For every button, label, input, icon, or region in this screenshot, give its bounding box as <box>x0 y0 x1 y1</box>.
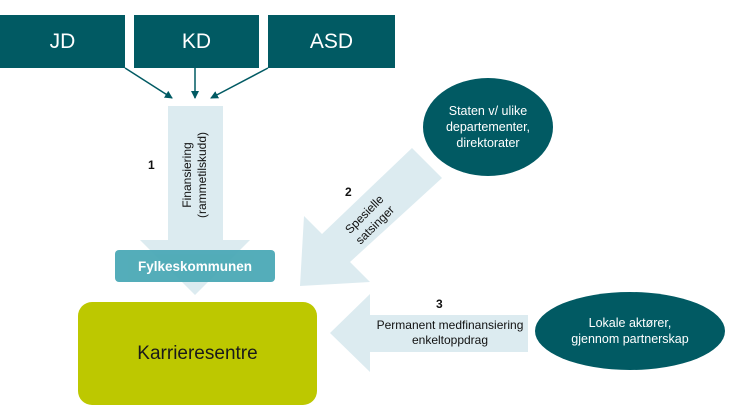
staten-text: Staten v/ ulike departementer, direktora… <box>446 103 530 152</box>
box-asd-label: ASD <box>309 29 354 53</box>
lokale-ellipse: Lokale aktører, gjennom partnerskap <box>535 292 725 370</box>
staten-line2: departementer, <box>445 119 531 134</box>
connector-jd <box>124 67 173 99</box>
box-jd-label: JD <box>49 29 76 53</box>
flow-1-label: Finansiering (rammetilskudd) <box>180 120 210 230</box>
karrieresentre-label: Karrieresentre <box>137 342 258 364</box>
karrieresentre-box: Karrieresentre <box>78 302 317 405</box>
flow-3-label: Permanent medfinansiering enkeltoppdrag <box>370 318 530 348</box>
box-kd: KD <box>134 15 259 68</box>
flow-arrow-2 <box>300 148 442 286</box>
box-asd: ASD <box>268 15 395 68</box>
flow-2-number: 2 <box>345 185 352 199</box>
lokale-line1: Lokale aktører, <box>588 315 672 330</box>
lokale-line2: gjennom partnerskap <box>571 332 689 346</box>
staten-line1: Staten v/ ulike <box>448 103 528 118</box>
flow-3-number: 3 <box>436 297 443 311</box>
box-kd-label: KD <box>181 29 212 53</box>
box-jd: JD <box>0 15 125 68</box>
flow-1-label-line2: (rammetilskudd) <box>195 132 209 219</box>
flow-1-number: 1 <box>148 158 155 172</box>
connector-asd <box>210 67 269 99</box>
staten-line3: direktorater <box>456 136 520 151</box>
fylkeskommunen-box: Fylkeskommunen <box>115 250 275 282</box>
flow-3-label-line2: enkeltoppdrag <box>411 333 489 347</box>
flow-3-label-line1: Permanent medfinansiering <box>376 318 524 332</box>
staten-ellipse: Staten v/ ulike departementer, direktora… <box>423 78 553 176</box>
flow-1-label-line1: Finansiering <box>180 142 194 208</box>
lokale-text: Lokale aktører, gjennom partnerskap <box>571 315 688 348</box>
flow-arrow-1 <box>140 106 250 295</box>
fylkeskommunen-label: Fylkeskommunen <box>137 258 253 274</box>
flow-arrow-3 <box>330 294 528 372</box>
